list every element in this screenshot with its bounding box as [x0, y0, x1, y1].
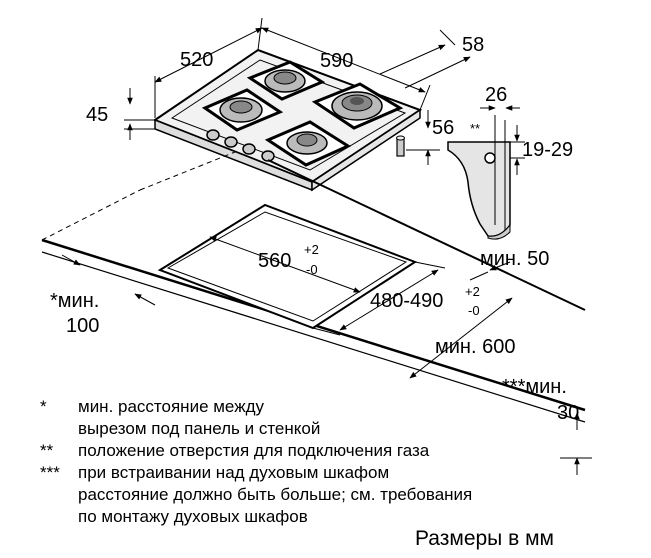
gas-position-mark: **	[470, 121, 480, 136]
dim-520: 520	[180, 49, 213, 71]
dim-min-600: мин. 600	[435, 336, 515, 358]
footnote-1-cont: вырезом под панель и стенкой	[40, 418, 640, 440]
control-knobs	[206, 129, 275, 162]
footnote-3-cont-2: по монтажу духовых шкафов	[40, 506, 640, 528]
dim-26: 26	[485, 84, 507, 106]
dim-58: 58	[462, 34, 484, 56]
footnotes: * мин. расстояние между вырезом под пане…	[40, 396, 640, 528]
dim-560-tol-minus: -0	[306, 262, 318, 277]
dim-19-29: 19-29	[522, 139, 573, 161]
footnote-1-mark: *	[40, 397, 47, 416]
footnote-1-line-1: мин. расстояние между	[78, 397, 264, 416]
footnote-3-cont-1: расстояние должно быть больше; см. требо…	[40, 484, 640, 506]
footnote-3-mark: ***	[40, 463, 60, 482]
footnote-3-line-3: по монтажу духовых шкафов	[78, 507, 308, 526]
dim-560: 560 +2 -0	[258, 242, 319, 277]
dim-56: 56	[432, 117, 454, 139]
units-label: Размеры в мм	[415, 527, 554, 550]
footnote-2-line-1: положение отверстия для подключения газа	[78, 441, 430, 460]
footnote-1-line-2: вырезом под панель и стенкой	[78, 419, 321, 438]
dim-min-100-line1: *мин.	[50, 290, 99, 312]
footnote-3: *** при встраивании над духовым шкафом	[40, 462, 640, 484]
burner-front-right	[264, 120, 352, 167]
dim-480-490-main: 480-490	[370, 290, 443, 312]
dim-480-490-tol-minus: -0	[468, 303, 480, 318]
dim-min-30-line1: ***мин.	[502, 376, 567, 398]
dim-min-50: мин. 50	[480, 248, 549, 270]
dim-590: 590	[320, 50, 353, 72]
footnote-3-line-1: при встраивании над духовым шкафом	[78, 463, 390, 482]
burner-front-left	[201, 88, 284, 132]
dim-45: 45	[86, 104, 108, 126]
dim-480-490-tol-plus: +2	[465, 284, 480, 299]
footnote-1: * мин. расстояние между	[40, 396, 640, 418]
dim-480-490: 480-490 +2 -0	[370, 284, 480, 318]
footnote-2: ** положение отверстия для подключения г…	[40, 440, 640, 462]
dim-min-30-line2: 30	[557, 402, 579, 424]
dim-min-100-line2: 100	[66, 315, 99, 337]
dim-560-main: 560	[258, 250, 291, 272]
dimension-lines	[61, 17, 592, 475]
gas-connector	[396, 135, 405, 157]
footnote-2-mark: **	[40, 441, 54, 460]
cooktop	[152, 48, 423, 192]
gas-connection-detail	[447, 115, 511, 240]
footnote-3-line-2: расстояние должно быть больше; см. требо…	[78, 485, 473, 504]
dim-560-tol-plus: +2	[304, 242, 319, 257]
burner-back-right	[311, 82, 404, 130]
